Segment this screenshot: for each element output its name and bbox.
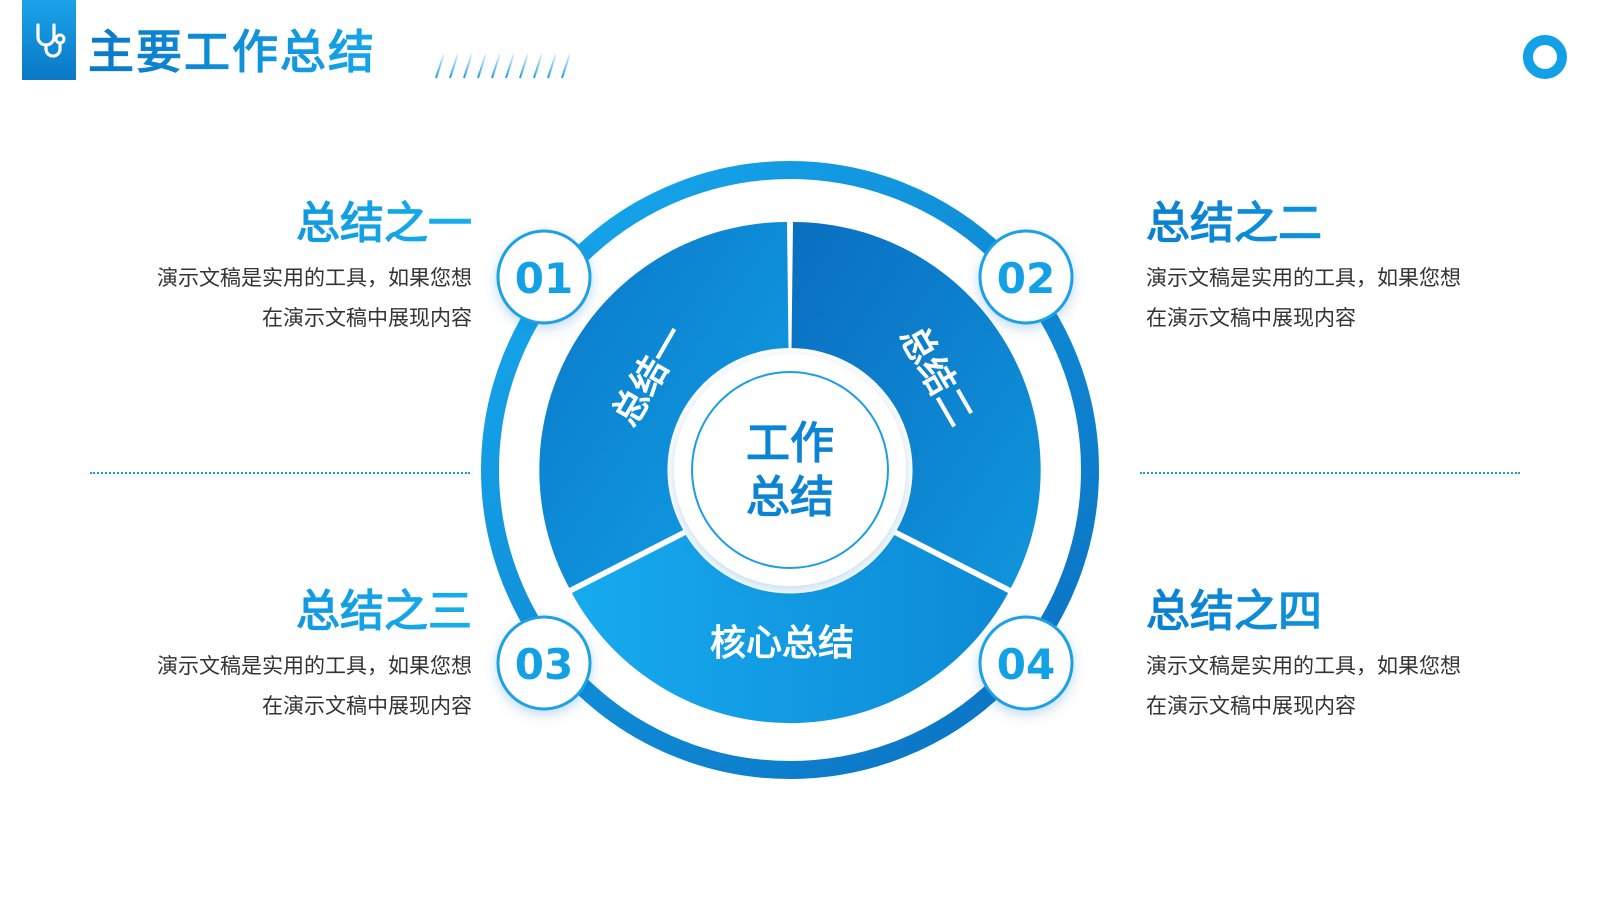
center-label-line1: 工作 <box>746 418 834 469</box>
center-circle <box>674 354 906 586</box>
ring-icon <box>1523 35 1567 79</box>
section-3: 总结之三 演示文稿是实用的工具，如果您想 在演示文稿中展现内容 <box>72 584 472 726</box>
section-4-title: 总结之四 <box>1146 584 1566 640</box>
decorative-slashes <box>435 53 571 79</box>
badge-03: 03 <box>496 615 592 711</box>
section-1-desc-line2: 在演示文稿中展现内容 <box>262 306 472 330</box>
badge-04-label: 04 <box>997 640 1055 689</box>
center-label-line2: 总结 <box>746 472 834 523</box>
segment-right <box>791 222 1041 588</box>
badge-04: 04 <box>978 615 1074 711</box>
left-divider <box>90 472 470 474</box>
section-2-title: 总结之二 <box>1146 196 1566 252</box>
section-2-desc-line2: 在演示文稿中展现内容 <box>1146 306 1356 330</box>
section-4-desc-line2: 在演示文稿中展现内容 <box>1146 694 1356 718</box>
section-1-desc-line1: 演示文稿是实用的工具，如果您想 <box>157 266 472 290</box>
section-1-title: 总结之一 <box>72 196 472 252</box>
segment-label-3: 核心总结 <box>710 623 854 664</box>
section-1: 总结之一 演示文稿是实用的工具，如果您想 在演示文稿中展现内容 <box>72 196 472 338</box>
summary-diagram: 工作 总结 总结一 总结二 核心总结 01 02 03 04 <box>481 161 1099 779</box>
right-divider <box>1140 472 1520 474</box>
section-4-desc-line1: 演示文稿是实用的工具，如果您想 <box>1146 654 1461 678</box>
section-3-title: 总结之三 <box>72 584 472 640</box>
badge-02-label: 02 <box>997 254 1055 303</box>
center-inner-ring <box>691 371 889 569</box>
logo-badge <box>22 0 76 80</box>
stethoscope-icon <box>36 23 66 58</box>
section-4: 总结之四 演示文稿是实用的工具，如果您想 在演示文稿中展现内容 <box>1146 584 1566 726</box>
badge-02: 02 <box>978 229 1074 325</box>
segment-left <box>539 222 789 588</box>
section-2-desc-line1: 演示文稿是实用的工具，如果您想 <box>1146 266 1461 290</box>
segment-bottom <box>571 535 1009 724</box>
badge-01-label: 01 <box>515 254 573 303</box>
section-2: 总结之二 演示文稿是实用的工具，如果您想 在演示文稿中展现内容 <box>1146 196 1566 338</box>
outer-ring <box>481 161 1099 779</box>
section-3-desc-line2: 在演示文稿中展现内容 <box>262 694 472 718</box>
badge-01: 01 <box>496 229 592 325</box>
badge-03-label: 03 <box>515 640 573 689</box>
section-3-desc-line1: 演示文稿是实用的工具，如果您想 <box>157 654 472 678</box>
page-title: 主要工作总结 <box>88 22 376 82</box>
